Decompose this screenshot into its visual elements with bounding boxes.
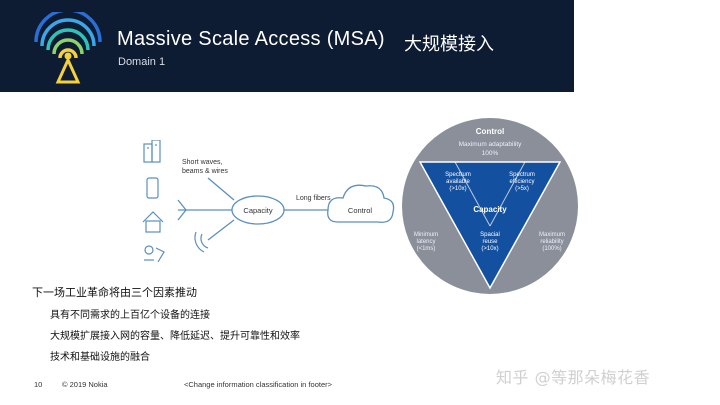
reliability-value: (100%) [542,246,561,252]
control-label: Control [348,206,373,215]
min-latency-label: Minimum [414,232,438,238]
short-waves-label: Short waves, [182,159,223,166]
max-adapt-label: Maximum adaptability [459,141,523,148]
chinese-title: 大规模接入 [404,34,494,55]
reuse-value: (>10x) [481,246,498,252]
page-title: Massive Scale Access (MSA) [117,28,385,50]
watermark: 知乎 @等那朵梅花香 [496,368,651,387]
spectrum-available-label2: available [446,179,470,185]
max-reliability-label: Maximum [539,232,565,238]
buildings-icon [143,140,161,163]
capacity-node [231,195,285,225]
latency-value: (<1ms) [417,246,436,252]
beams-wires-label: beams & wires [182,168,228,175]
max-adapt-value: 100% [482,150,499,157]
bullet-item: 大规模扩展接入网的容量、降低延迟、提升可靠性和效率 [50,331,300,342]
spectrum-efficiency-value: (>5x) [515,186,529,192]
phone-icon [146,177,159,199]
control-cloud [327,184,395,223]
access-architecture-diagram: Short waves, beams & wires Capacity Long… [142,140,395,263]
wireless-waves-icon [194,231,209,253]
header-banner: Massive Scale Access (MSA) Domain 1 大规模接… [0,0,574,92]
antenna-logo-icon [34,12,102,84]
house-icon [142,211,164,233]
spectrum-efficiency-label: Spectrum [509,172,535,178]
triangle-capacity-label: Capacity [473,205,507,214]
copyright-text: © 2019 Nokia [62,380,108,389]
bullet-item: 技术和基础设施的融合 [50,352,150,363]
page-subtitle: Domain 1 [118,56,166,68]
page-number: 10 [34,380,43,389]
msa-triangle-diagram: Control Maximum adaptability 100% Spectr… [402,118,578,294]
spatial-label: Spacial [480,232,500,238]
latency-label: latency [416,239,435,245]
capacity-label: Capacity [243,206,272,215]
spectrum-available-value: (>10x) [449,186,466,192]
spectrum-efficiency-label2: efficiency [510,179,535,185]
reliability-label: reliability [540,239,563,245]
bullet-item: 具有不同需求的上百亿个设备的连接 [50,310,210,321]
spectrum-available-label: Spectrum [445,172,471,178]
circle-control-label: Control [476,127,504,136]
reuse-label: reuse [482,239,498,245]
classification-footer: <Change information classification in fo… [184,380,333,389]
content-heading: 下一场工业革命将由三个因素推动 [32,286,197,299]
long-fibers-label: Long fibers [296,195,331,202]
devices-icon [144,245,165,263]
